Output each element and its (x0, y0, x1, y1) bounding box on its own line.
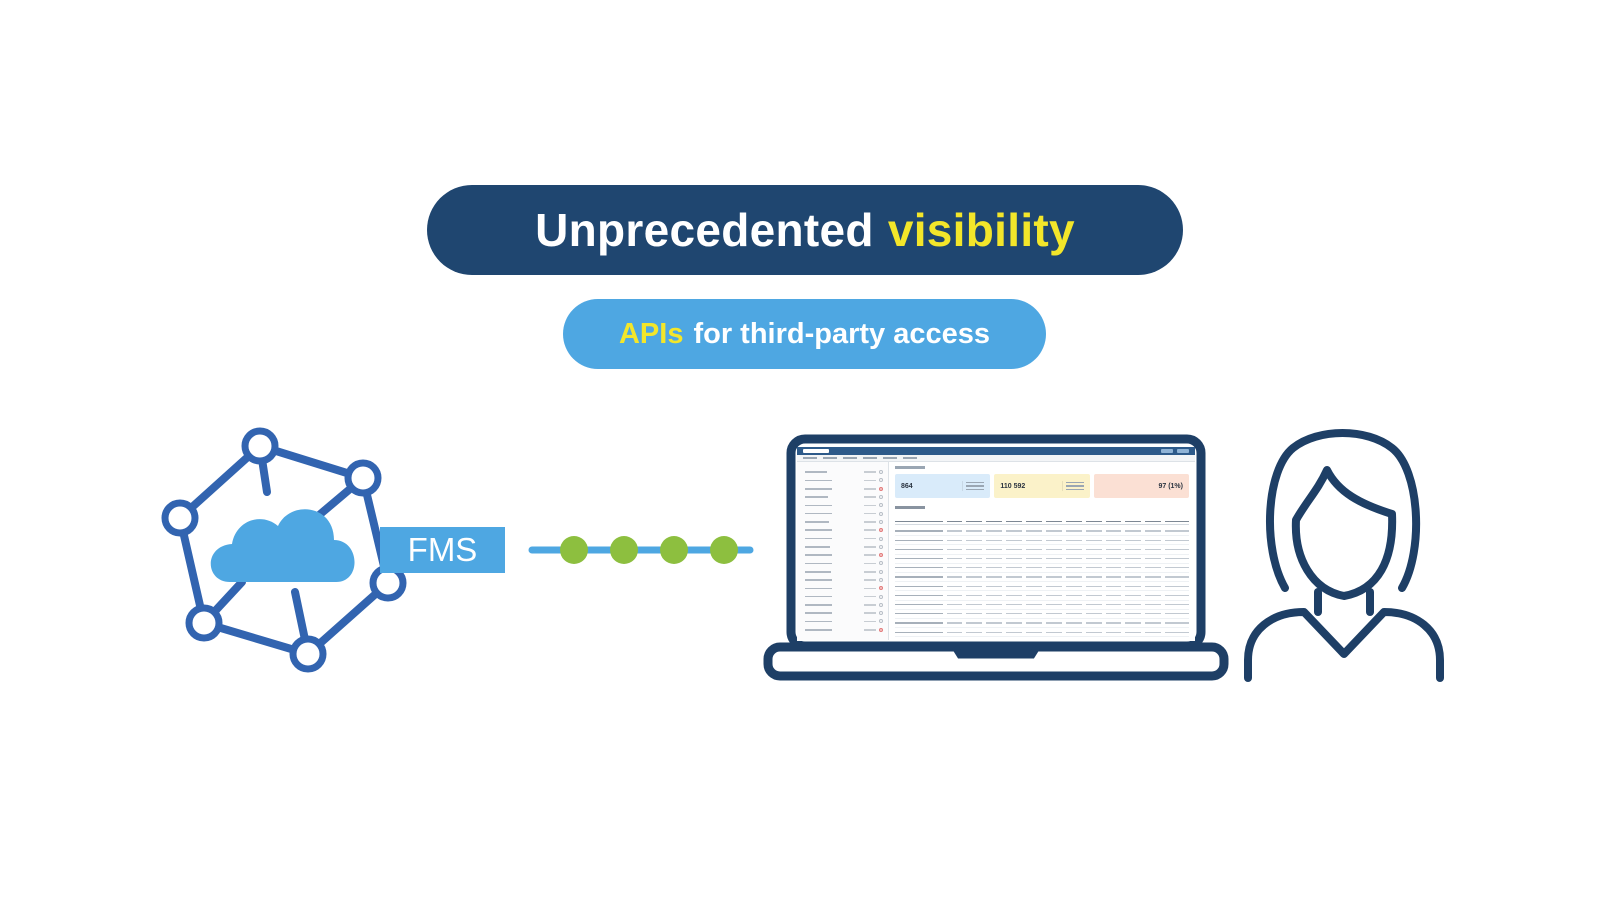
cloud-icon (210, 509, 355, 582)
screen-kpi-cards: 864 110 592 97 (1%) (895, 474, 1189, 498)
screen-sidebar-row (805, 609, 883, 617)
kpi-value: 864 (901, 482, 913, 490)
kpi-card: 864 (895, 474, 991, 498)
connection-dots-icon (528, 536, 754, 564)
kpi-card: 97 (1%) (1093, 474, 1189, 498)
screen-sidebar (797, 462, 889, 640)
screen-chip (1177, 449, 1189, 453)
screen-table-row (895, 527, 1190, 537)
subtitle-text: for third-party access (693, 317, 991, 350)
kpi-value: 110 592 (1000, 482, 1026, 490)
screen-logo (803, 449, 829, 453)
screen-sidebar-row (805, 534, 883, 542)
kpi-card: 110 592 (994, 474, 1090, 498)
screen-main: 864 110 592 97 (1%) (889, 462, 1195, 641)
screen-sidebar-row (805, 576, 883, 584)
screen-sidebar-row (805, 559, 883, 567)
screen-sidebar-row (805, 543, 883, 551)
screen-table-row (895, 610, 1190, 619)
network-hexagon-icon (161, 427, 407, 673)
screen-sidebar-row (805, 509, 883, 517)
screen-sidebar-row (805, 584, 883, 592)
screen-sidebar-row (805, 617, 883, 625)
user-avatar-icon (1244, 429, 1444, 682)
screen-table-header (895, 519, 1190, 525)
screen-table-row (895, 536, 1190, 546)
screen-sidebar-row (805, 568, 883, 576)
laptop-icon (763, 434, 1229, 681)
screen-sidebar-row (805, 493, 883, 501)
screen-table-row (895, 619, 1190, 629)
screen-table-row (895, 628, 1190, 638)
screen-table-row (895, 545, 1190, 555)
screen-table (895, 527, 1190, 641)
screen-table-row (895, 555, 1190, 564)
screen-sidebar-row (805, 626, 883, 634)
screen-sidebar-row (805, 501, 883, 509)
screen-nav (797, 455, 1195, 462)
title-highlight: visibility (887, 204, 1075, 256)
screen-sidebar-row (805, 592, 883, 600)
screen-sidebar-row (805, 468, 883, 476)
screen-sidebar-row (805, 485, 883, 493)
title-banner: Unprecedented visibility (427, 185, 1183, 275)
screen-table-row (895, 573, 1190, 583)
subtitle-highlight: APIs (618, 317, 684, 350)
screen-table-row (895, 601, 1190, 610)
fms-label: FMS (380, 527, 505, 573)
screen-table-row (895, 637, 1190, 641)
screen-sidebar-row (805, 526, 883, 534)
screen-topbar (797, 447, 1195, 455)
screen-sidebar-row (805, 518, 883, 526)
screen-chip (1161, 449, 1173, 453)
screen-table-row (895, 591, 1190, 601)
screen-table-row (895, 564, 1190, 573)
subtitle-banner: APIs for third-party access (563, 299, 1046, 369)
screen-sidebar-row (805, 601, 883, 609)
screen-table-row (895, 582, 1190, 592)
kpi-value: 97 (1%) (1158, 482, 1183, 490)
laptop-screen: 864 110 592 97 (1%) (797, 447, 1195, 641)
title-lead: Unprecedented (535, 204, 874, 256)
screen-sidebar-row (805, 551, 883, 559)
screen-sidebar-row (805, 476, 883, 484)
